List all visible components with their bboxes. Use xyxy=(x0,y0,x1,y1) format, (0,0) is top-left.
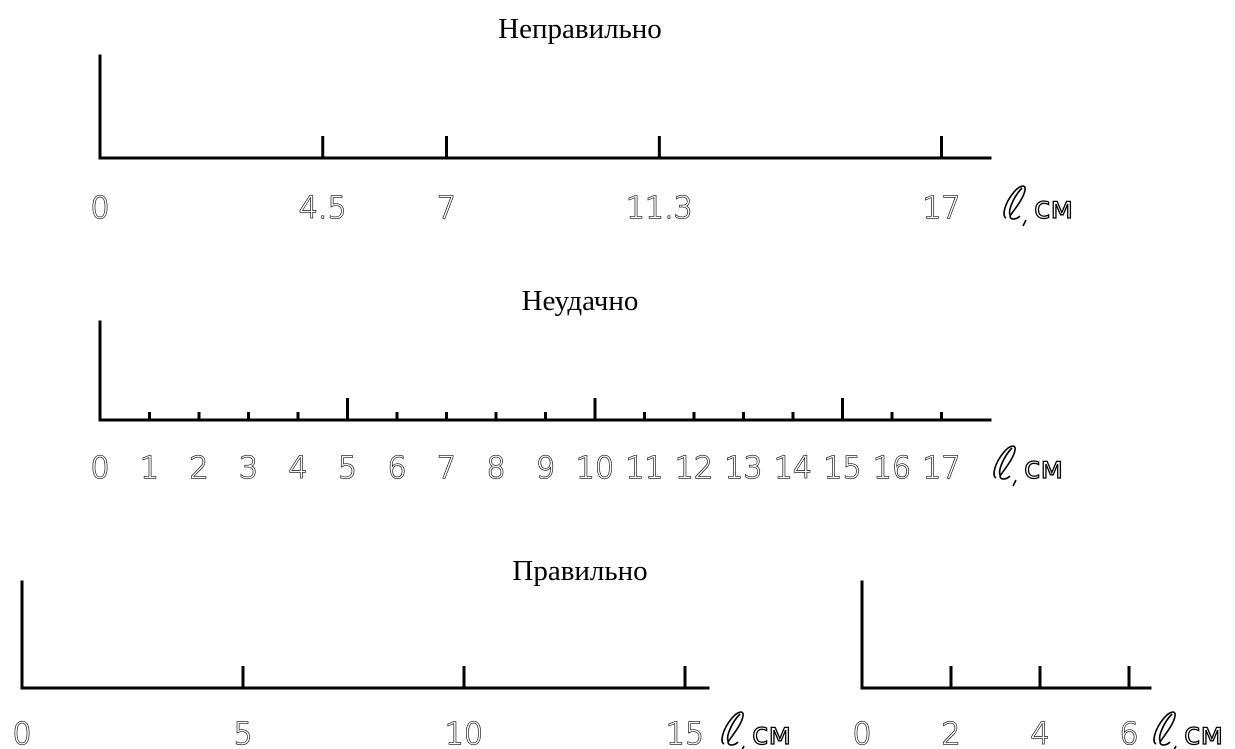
tick-label: 3 xyxy=(239,451,258,486)
tick-label: 9 xyxy=(536,451,555,486)
length-symbol-icon xyxy=(993,445,1017,487)
unit-label: см xyxy=(1024,451,1063,486)
length-symbol-icon xyxy=(1153,711,1177,749)
tick-label: 7 xyxy=(437,451,456,486)
tick-label: 0 xyxy=(90,191,109,226)
tick-label: 2 xyxy=(189,451,208,486)
scale-wrong: 0 4.5 7 11.3 17 см xyxy=(90,54,1074,227)
tick-label: 15 xyxy=(823,451,861,486)
tick-label: 13 xyxy=(724,451,762,486)
unit-label: см xyxy=(752,717,791,749)
tick-label: 17 xyxy=(922,451,960,486)
length-symbol-icon xyxy=(721,711,745,749)
title-right: Правильно xyxy=(512,555,647,587)
tick-label: 7 xyxy=(437,191,456,226)
scale-right-1: 0 5 10 15 см xyxy=(12,580,792,749)
tick-label: 16 xyxy=(873,451,911,486)
tick-label: 4.5 xyxy=(299,191,347,226)
tick-label: 11 xyxy=(625,451,663,486)
tick-label: 11.3 xyxy=(626,191,693,226)
tick-label: 4 xyxy=(288,451,307,486)
unit-label: см xyxy=(1184,717,1223,749)
tick-label: 5 xyxy=(233,717,252,749)
tick-label: 5 xyxy=(338,451,357,486)
tick-label: 15 xyxy=(666,717,704,749)
tick-label: 0 xyxy=(852,717,871,749)
tick-label: 0 xyxy=(12,717,31,749)
title-awkward: Неудачно xyxy=(522,285,639,317)
title-wrong: Неправильно xyxy=(498,13,662,45)
tick-label: 17 xyxy=(922,191,960,226)
length-symbol-icon xyxy=(1003,185,1027,227)
tick-label: 6 xyxy=(1119,717,1138,749)
tick-label: 8 xyxy=(486,451,505,486)
unit-label: см xyxy=(1034,191,1073,226)
tick-label: 0 xyxy=(90,451,109,486)
tick-label: 10 xyxy=(576,451,614,486)
tick-label: 10 xyxy=(445,717,483,749)
tick-label: 4 xyxy=(1030,717,1049,749)
tick-label: 14 xyxy=(774,451,812,486)
scale-right-2: 0 2 4 6 см xyxy=(852,580,1224,749)
tick-label: 1 xyxy=(140,451,159,486)
tick-label: 6 xyxy=(387,451,406,486)
tick-label: 2 xyxy=(941,717,960,749)
tick-label: 12 xyxy=(675,451,713,486)
